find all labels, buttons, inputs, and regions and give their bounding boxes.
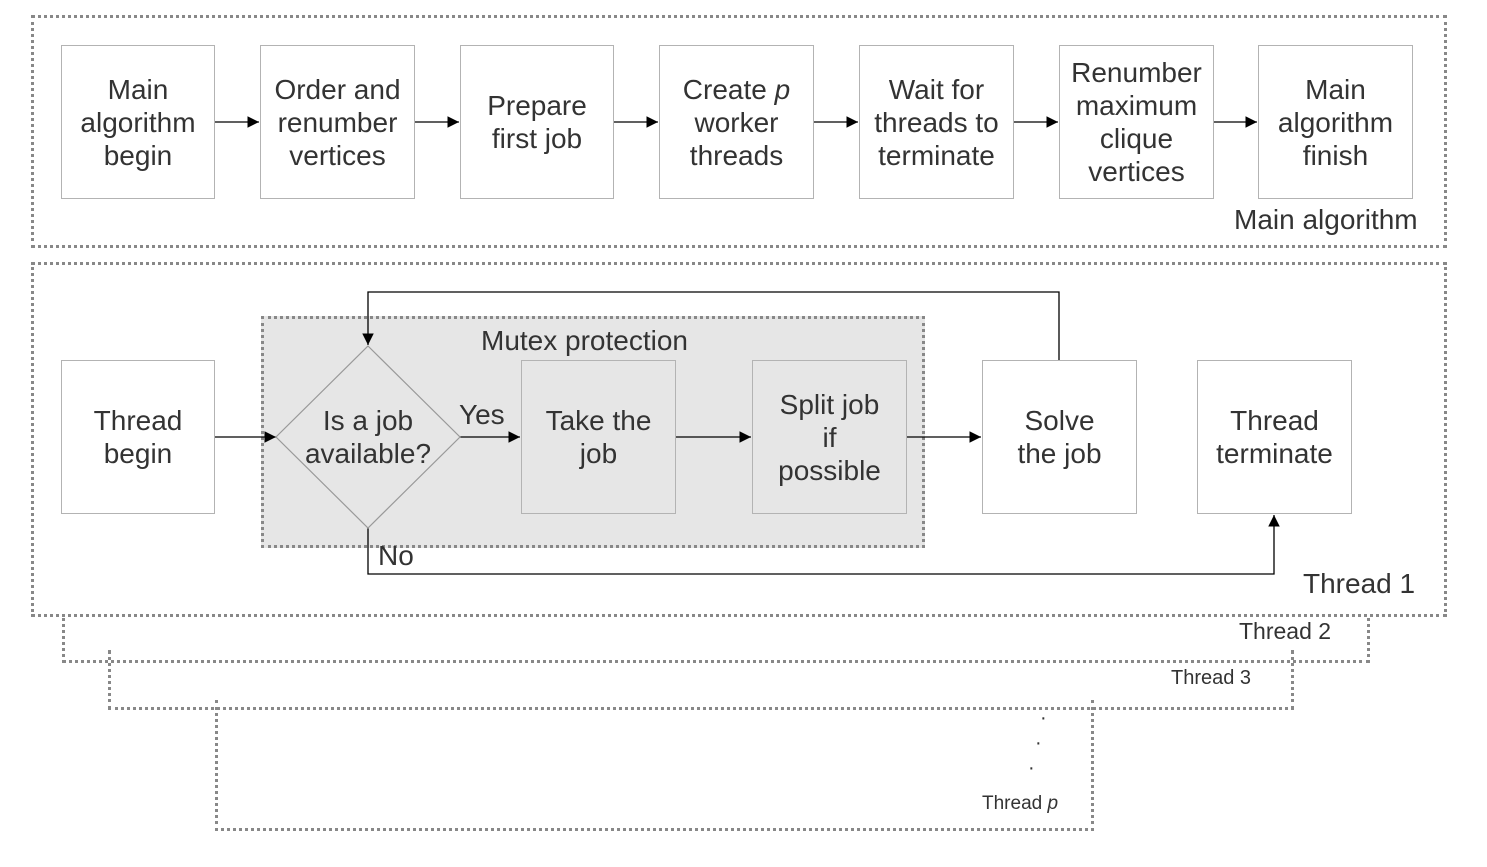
box-text: Is a job xyxy=(322,405,414,436)
box-text: Main xyxy=(107,73,169,105)
box-text: Wait for xyxy=(888,73,985,105)
box-text: threads to xyxy=(874,106,999,138)
yes-label: Yes xyxy=(459,399,505,430)
box-text: the job xyxy=(1017,438,1102,469)
box-text: vertices xyxy=(1088,156,1185,187)
box-text: finish xyxy=(1302,139,1369,171)
box-text: maximum xyxy=(1075,90,1198,121)
box-text: Take the xyxy=(545,405,652,436)
box-text: threads xyxy=(689,139,784,171)
thread-2-label: Thread 2 xyxy=(1239,618,1332,644)
box-text: available? xyxy=(304,438,432,469)
box-text: possible xyxy=(778,454,881,486)
box-text: renumber xyxy=(277,106,398,138)
box-text: job xyxy=(579,438,618,469)
thread-2-frame xyxy=(62,605,1370,663)
box-text: algorithm xyxy=(80,106,196,138)
thread-p-prefix: Thread xyxy=(982,793,1048,814)
box-text: terminate xyxy=(1216,438,1333,469)
box-text: if xyxy=(822,421,837,453)
ellipsis-dot: · xyxy=(1035,732,1042,754)
main-algorithm-label: Main algorithm xyxy=(1234,204,1418,235)
no-label: No xyxy=(378,540,414,571)
box-text: Thread xyxy=(93,405,183,436)
ellipsis-dot: · xyxy=(1040,707,1047,729)
thread-p-label: Thread p xyxy=(982,793,1058,815)
box-text: worker xyxy=(694,106,779,138)
box-text: Split job xyxy=(779,388,880,420)
box-text: Solve xyxy=(1024,405,1095,436)
box-text: first job xyxy=(491,123,583,154)
box-text: clique xyxy=(1099,123,1174,154)
box-text: Prepare xyxy=(487,90,587,121)
box-text: Create p xyxy=(682,73,791,105)
thread-3-frame xyxy=(108,650,1294,710)
box-text: Renumber xyxy=(1071,57,1202,88)
thread-p-frame xyxy=(215,700,1094,831)
box-text: Thread xyxy=(1230,405,1319,436)
box-text: terminate xyxy=(878,139,995,171)
thread-p-var: p xyxy=(1047,793,1059,814)
box-text: Order and xyxy=(274,73,401,105)
mutex-protection-label: Mutex protection xyxy=(481,325,688,356)
ellipsis-dot: · xyxy=(1028,757,1035,779)
thread-1-label: Thread 1 xyxy=(1303,568,1416,599)
box-text: begin xyxy=(103,438,173,469)
box-text: begin xyxy=(103,139,173,171)
box-text: algorithm xyxy=(1277,106,1394,138)
box-text: vertices xyxy=(289,139,386,171)
thread-3-label: Thread 3 xyxy=(1171,667,1252,689)
box-text: Main xyxy=(1305,73,1366,105)
